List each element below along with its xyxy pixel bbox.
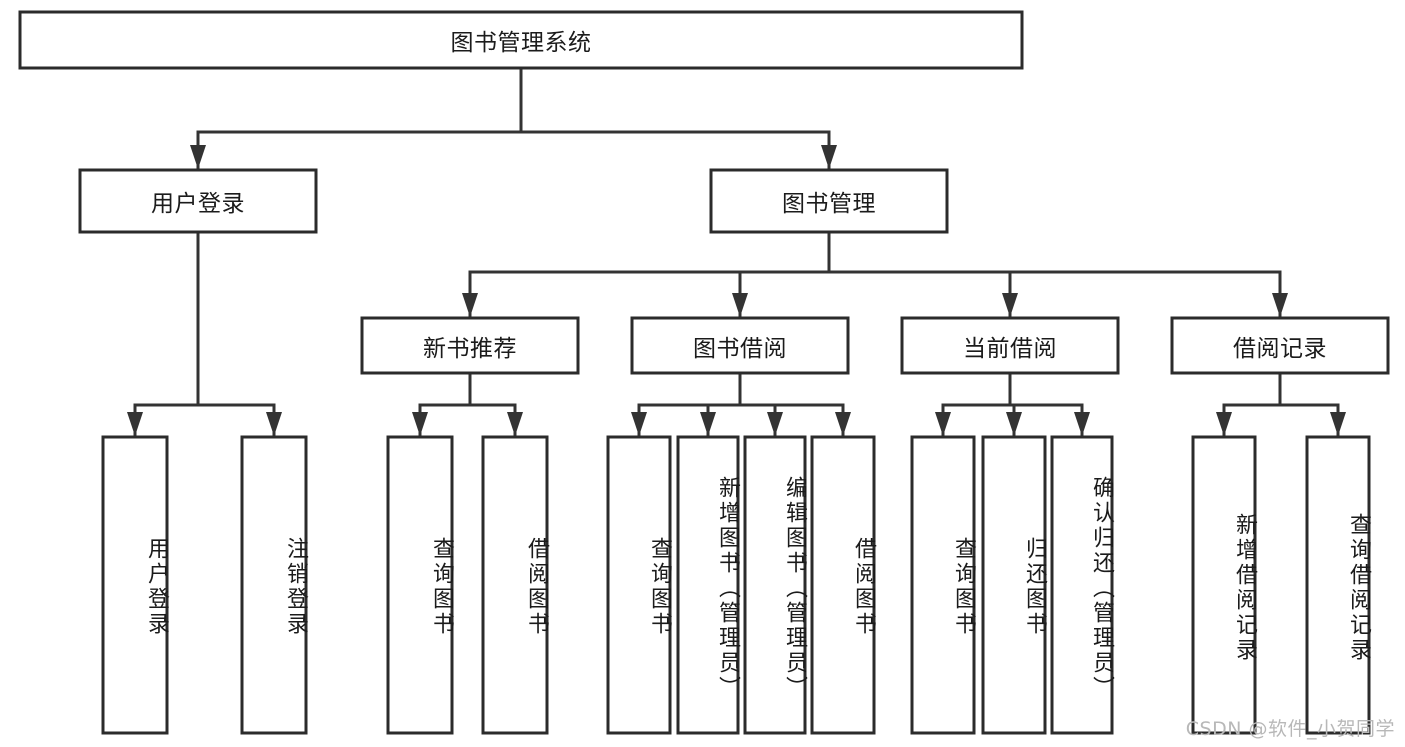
arrow-head-icon-leaf-add-book-admin [700, 412, 716, 436]
arrow-head-icon-leaf-query-book-borrow [631, 412, 647, 436]
arrow-head-icon-leaf-query-book-cur [935, 412, 951, 436]
node-box-borrow-record[interactable] [1170, 316, 1390, 375]
node-box-leaf-confirm-return-admin[interactable] [1050, 435, 1114, 735]
node-box-leaf-return-book[interactable] [981, 435, 1047, 735]
arrow-head-icon-leaf-logout [266, 412, 282, 436]
arrow-head-icon-leaf-query-book-rec [412, 412, 428, 436]
node-box-leaf-add-book-admin[interactable] [676, 435, 740, 735]
node-box-leaf-borrow-book-rec[interactable] [481, 435, 549, 735]
connectors-layer [127, 66, 1346, 437]
arrow-head-icon-current-borrow [1002, 293, 1018, 317]
node-box-leaf-query-borrow-record[interactable] [1305, 435, 1371, 735]
arrow-head-icon-borrow-record [1272, 293, 1288, 317]
node-box-root[interactable] [18, 10, 1024, 70]
arrow-head-icon-leaf-add-borrow-record [1216, 412, 1232, 436]
node-box-book-borrow[interactable] [630, 316, 850, 375]
arrow-head-icon-leaf-borrow-book-rec [507, 412, 523, 436]
arrow-head-icon-leaf-borrow-book [835, 412, 851, 436]
node-box-leaf-user-login[interactable] [101, 435, 169, 735]
node-box-leaf-query-book-borrow[interactable] [606, 435, 672, 735]
arrow-head-icon-leaf-confirm-return-admin [1074, 412, 1090, 436]
arrow-head-icon-leaf-edit-book-admin [767, 412, 783, 436]
node-box-book-manage[interactable] [709, 168, 949, 234]
arrow-head-icon-leaf-return-book [1006, 412, 1022, 436]
node-box-leaf-borrow-book[interactable] [810, 435, 876, 735]
arrow-head-icon-leaf-user-login [127, 412, 143, 436]
node-box-leaf-logout[interactable] [240, 435, 308, 735]
arrow-head-icon-new-book-recommend [462, 293, 478, 317]
node-box-current-borrow[interactable] [900, 316, 1120, 375]
arrow-head-icon-book-manage [821, 145, 837, 169]
boxes-layer [18, 10, 1390, 735]
arrow-head-icon-leaf-query-borrow-record [1330, 412, 1346, 436]
arrow-head-icon-book-borrow [732, 293, 748, 317]
watermark-text: CSDN @软件_小贺同学 [1185, 718, 1395, 740]
node-box-new-book-recommend[interactable] [360, 316, 580, 375]
node-box-user-login[interactable] [78, 168, 318, 234]
node-box-leaf-query-book-rec[interactable] [386, 435, 454, 735]
node-box-leaf-edit-book-admin[interactable] [743, 435, 807, 735]
node-box-leaf-add-borrow-record[interactable] [1191, 435, 1257, 735]
node-box-leaf-query-book-cur[interactable] [910, 435, 976, 735]
arrow-head-icon-user-login [190, 145, 206, 169]
